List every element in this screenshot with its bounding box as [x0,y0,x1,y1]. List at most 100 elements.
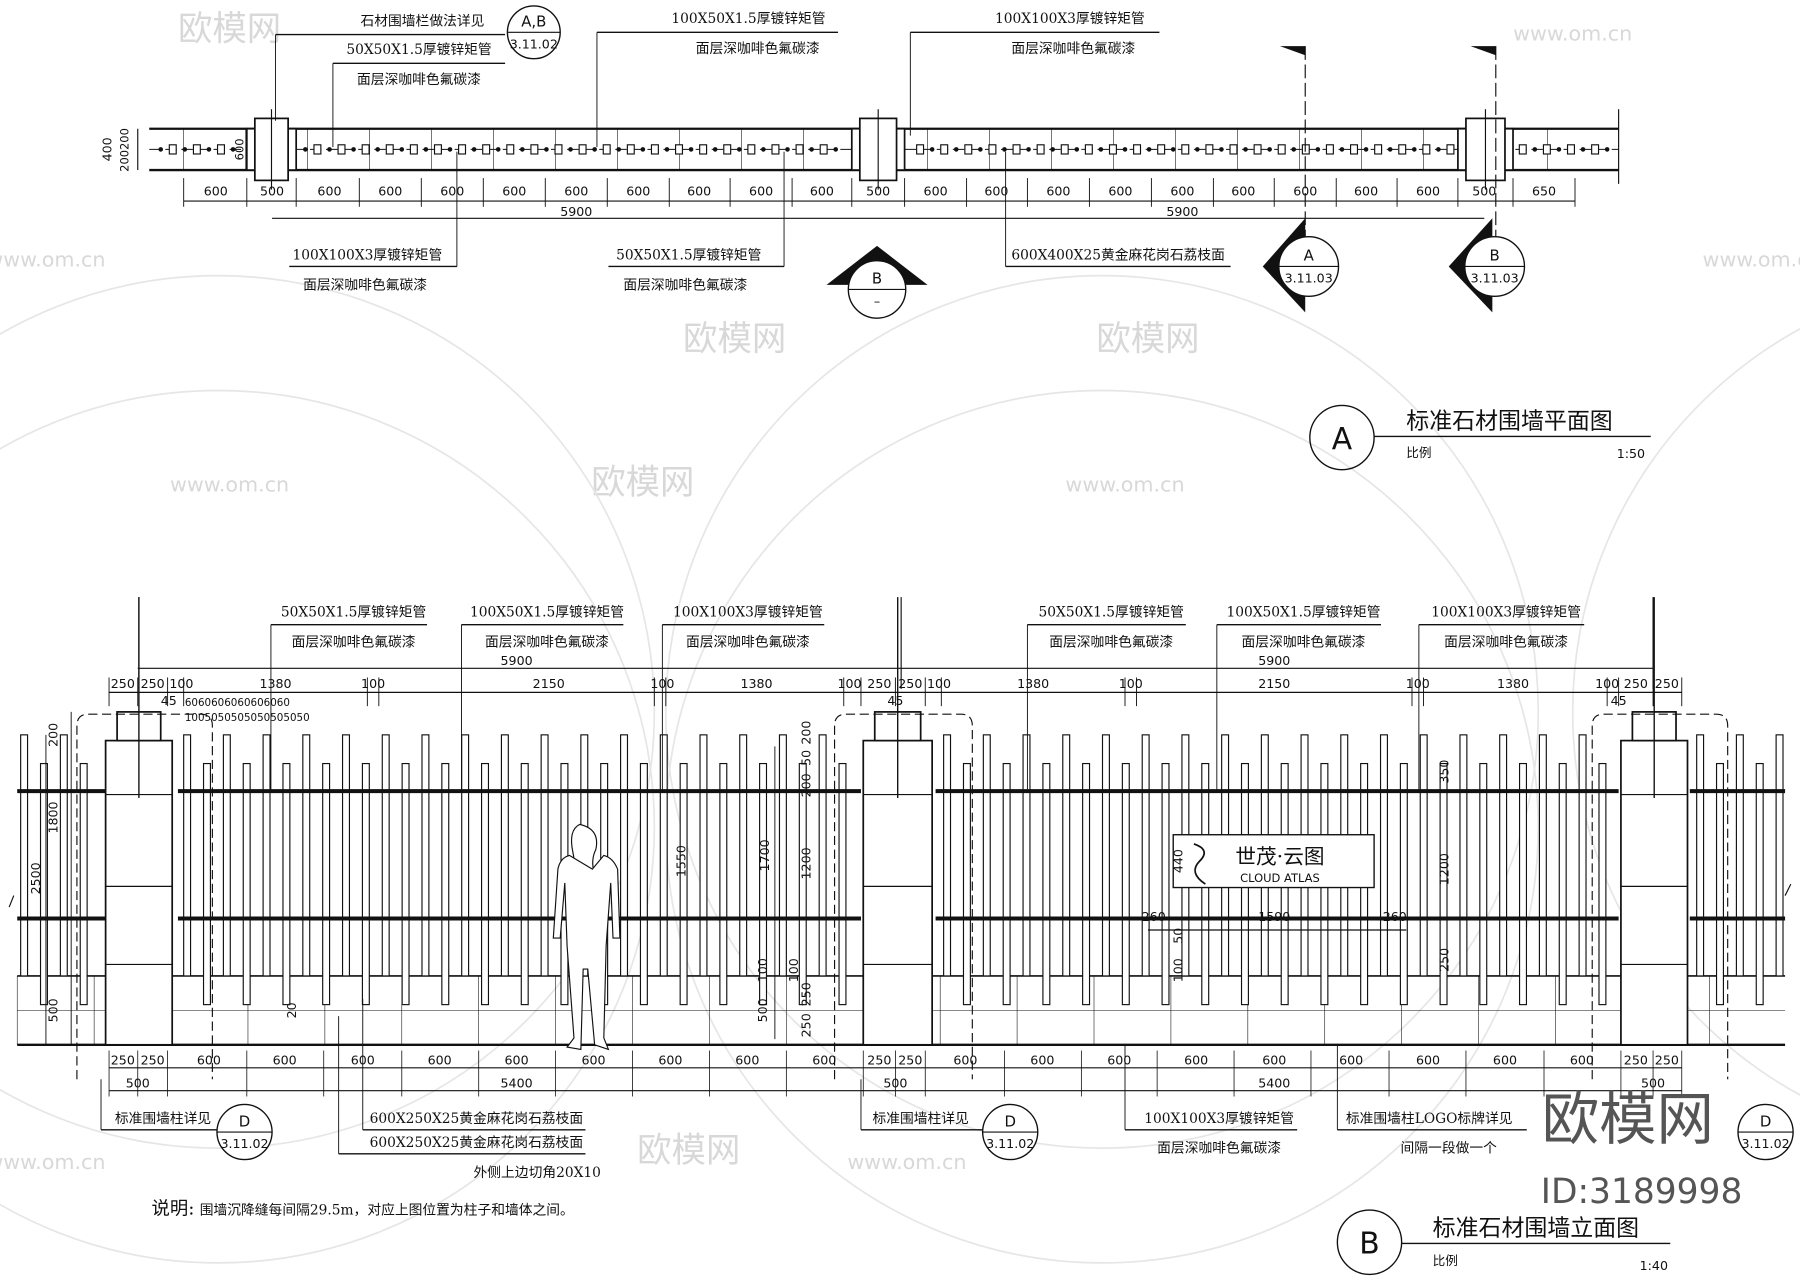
dim-label: 100 [927,676,951,691]
leader-text: 50X50X1.5厚镀锌矩管 [346,41,491,58]
picket-dot [327,147,332,152]
dim-label: 600 [1493,1052,1517,1067]
dim-label: 600 [1354,183,1378,198]
picket [1578,734,1587,977]
picket-dot [1050,147,1055,152]
picket [699,734,708,977]
picket-post [1542,144,1551,155]
picket-dot [206,147,212,152]
picket-post [916,144,925,155]
leader-text: 100X50X1.5厚镀锌矩管 [1226,604,1380,621]
dim-label: 6060606060606060 [185,697,290,709]
dim-label: 600 [428,1052,452,1067]
picket-dot [809,147,814,152]
picket [838,762,847,1006]
picket-dot [785,147,790,152]
dim-label: 1005050505050505050 [185,712,310,724]
dim-label: 1380 [740,676,772,691]
detail-boundary [76,713,213,1080]
picket-post [337,144,346,155]
leader-text: 100X100X3厚镀锌矩管 [1144,1110,1294,1127]
dim-label: 650 [1532,183,1556,198]
leader-text: 面层深咖啡色氟碳漆 [292,633,416,650]
picket-dot [423,147,429,152]
picket-dot [1170,147,1176,152]
picket [1062,734,1071,977]
picket-dot [761,147,766,152]
picket [1121,762,1130,1006]
picket [639,762,648,1006]
picket-post [1036,144,1045,155]
picket-post [578,144,587,155]
dim-label: 5400 [1258,1075,1290,1090]
dim-label: 260 [1142,909,1166,924]
picket-dot [351,147,356,152]
picket-post [482,144,491,155]
dim-label: 600 [749,183,773,198]
dim-label: 600 [953,1052,977,1067]
dim-label: 440 [1170,849,1185,873]
picket-dot [1195,147,1200,152]
dim-label: 600 [1231,183,1255,198]
picket-post [192,144,201,155]
watermark-brand: 欧模网 [637,1131,740,1171]
leader-text: 50X50X1.5厚镀锌矩管 [616,247,761,264]
picket-post [1277,144,1286,155]
dim-label: 600 [317,183,341,198]
picket [679,762,688,1006]
picket [540,734,549,977]
watermark-id: ID:3189998 [1541,1172,1743,1212]
picket [739,734,748,977]
scale-value: 1:40 [1640,1258,1668,1273]
picket-dot [616,147,622,152]
callout-bottom: 3.11.02 [986,1136,1034,1151]
picket [1002,762,1011,1006]
picket-dot [1363,147,1369,152]
picket [943,734,952,977]
title-circle [1309,404,1375,471]
picket [1161,762,1170,1006]
watermark-brand: 欧模网 [178,9,281,49]
dim-label: 45 [1611,693,1627,708]
picket-post [409,144,418,155]
picket [500,734,509,977]
dim-label: 200 [45,723,60,747]
picket [1696,734,1705,977]
picket [39,762,48,1006]
detail-boundary [833,713,973,1080]
break-mark [8,895,15,908]
picket [1775,734,1784,977]
picket-post [1325,144,1334,155]
picket-dot [399,147,405,152]
dim-label: 100 [755,958,770,982]
dim-label: 250 [111,1052,135,1067]
picket [659,734,668,977]
callout-top: B [1490,247,1500,265]
picket [421,734,430,977]
leader-text: 标准围墙柱LOGO标牌详见 [1346,1110,1513,1127]
break-mark [1784,883,1792,896]
picket [202,762,211,1006]
watermark-site: www.om.cn [0,247,105,271]
section-flag [1470,46,1496,56]
watermark-arc [664,274,1540,1149]
dim-label: 45 [161,693,177,708]
dim-label: 200 [118,150,132,172]
picket-dot [471,147,477,152]
picket [1558,762,1567,1006]
picket-dot [1146,147,1152,152]
dim-label: 600 [626,183,650,198]
dim-label: 5900 [1166,204,1198,219]
leader-text: 面层深咖啡色氟碳漆 [1242,633,1366,650]
title-circle [1336,1209,1403,1276]
dim-label: 50 [1170,928,1185,944]
dim-label: 1200 [1437,853,1452,885]
picket [20,734,29,977]
picket-post [1229,144,1238,155]
detail-boundary [1591,713,1729,1080]
dim-label: 600 [1108,183,1132,198]
picket-post [554,144,563,155]
dim-label: 100 [1119,676,1143,691]
dim-label: 100 [786,958,801,982]
picket [341,734,351,977]
